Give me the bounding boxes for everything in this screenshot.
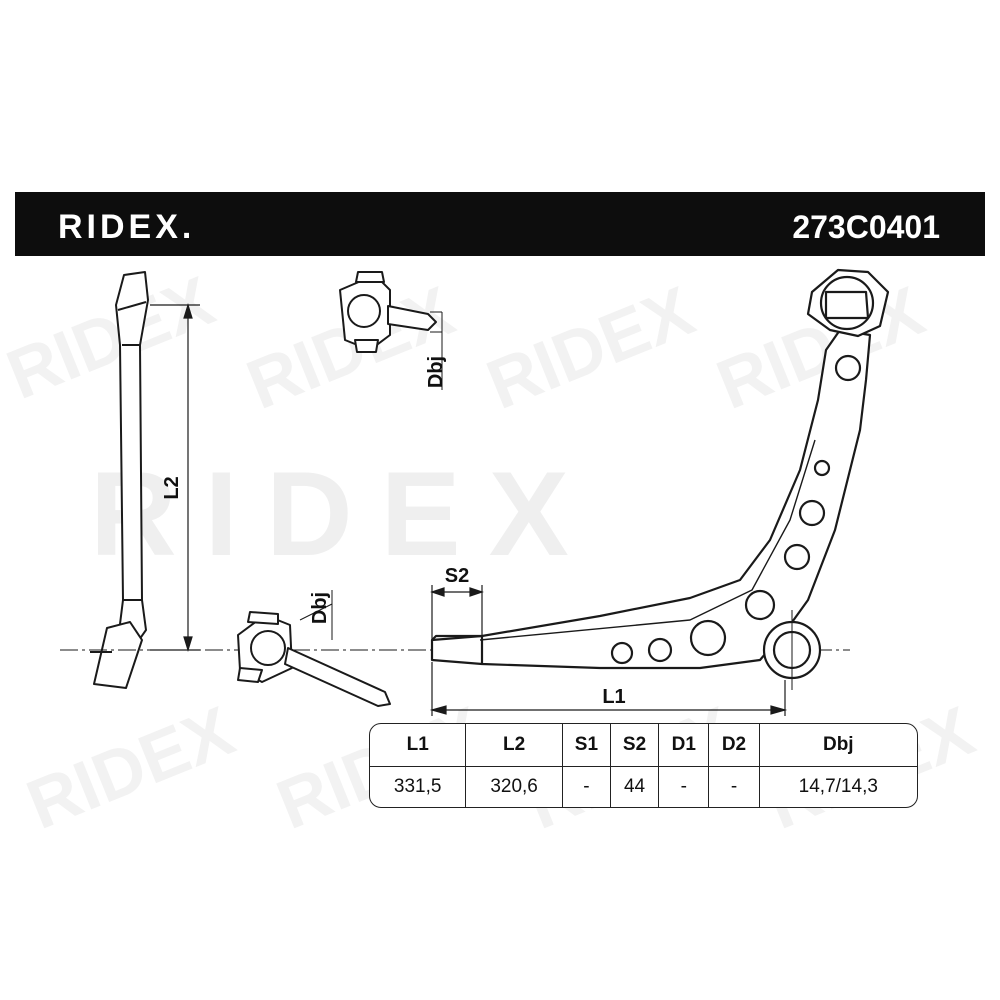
spec-header-d2: D2 <box>709 724 760 767</box>
spec-value-row: 331,5 320,6 - 44 - - 14,7/14,3 <box>370 767 917 807</box>
watermark-row-1: RIDEX <box>0 261 224 414</box>
spec-value-d1: - <box>659 767 710 807</box>
ball-joint-top <box>339 271 443 390</box>
dbj-bottom-label: Dbj <box>309 592 331 624</box>
spec-value-s1: - <box>563 767 611 807</box>
spec-value-s2: 44 <box>611 767 660 807</box>
spec-header-dbj: Dbj <box>759 724 917 767</box>
spec-value-l2: 320,6 <box>466 767 563 807</box>
s2-label: S2 <box>445 565 469 587</box>
l1-label: L1 <box>602 686 625 708</box>
spec-header-s2: S2 <box>610 724 660 767</box>
l2-label: L2 <box>161 476 183 499</box>
watermark-row-3: RIDEX <box>476 271 704 424</box>
dbj-top-label: Dbj <box>425 356 447 388</box>
s2-dimension <box>430 585 484 640</box>
brand-logo: RIDEX. <box>58 208 195 246</box>
spec-header-l2: L2 <box>466 724 563 767</box>
spec-header-row: L1 L2 S1 S2 D1 D2 Dbj <box>370 724 917 767</box>
header-bar: RIDEX. 273C0401 <box>15 192 985 256</box>
ball-joint-bottom <box>237 590 391 707</box>
spec-table: L1 L2 S1 S2 D1 D2 Dbj 331,5 320,6 - 44 -… <box>369 723 918 808</box>
part-number: 273C0401 <box>792 209 940 245</box>
spec-header-d1: D1 <box>659 724 710 767</box>
spec-value-dbj: 14,7/14,3 <box>798 776 878 797</box>
watermark-big: RIDEX <box>90 447 597 581</box>
side-view-arm <box>90 271 149 689</box>
watermark-row-5: RIDEX <box>16 691 244 844</box>
spec-value-d2: - <box>709 767 760 807</box>
spec-value-l1: 331,5 <box>370 767 467 807</box>
spec-header-l1: L1 <box>370 724 467 767</box>
l1-dimension <box>429 610 793 716</box>
header-background <box>15 192 985 256</box>
spec-header-s1: S1 <box>562 724 611 767</box>
